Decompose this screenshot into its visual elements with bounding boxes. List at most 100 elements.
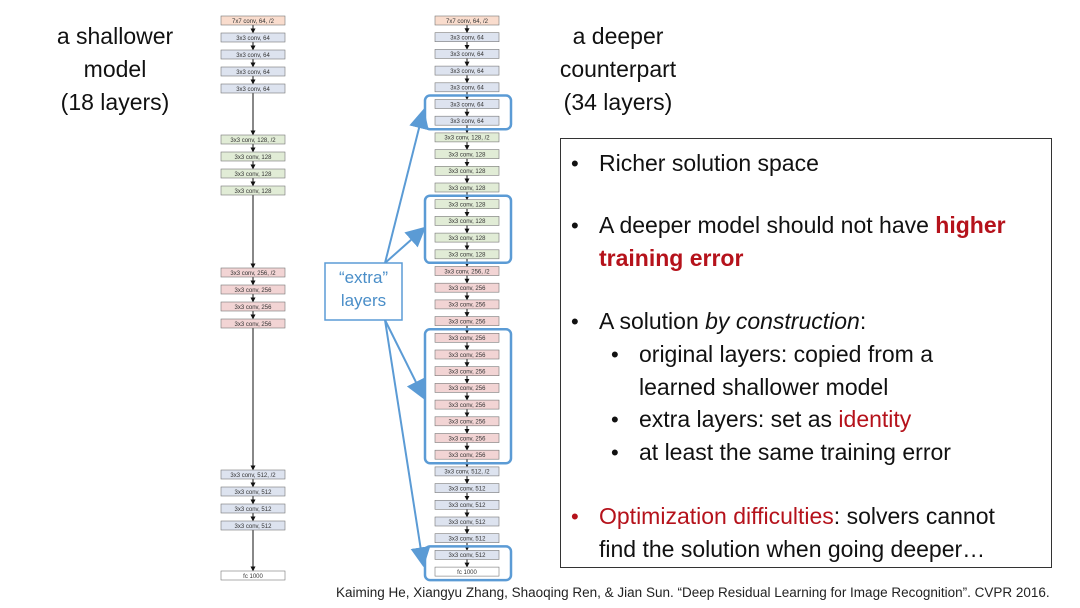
deep-layer-label: 3x3 conv, 256 bbox=[449, 353, 487, 359]
shallow-layer-block bbox=[220, 486, 286, 497]
shallow-network: 7x7 conv, 64, /2 3x3 conv, 64 3x3 conv, 64… bbox=[220, 15, 286, 581]
shallow-layer-label: 3x3 conv, 512 bbox=[235, 524, 273, 530]
deep-layer-block bbox=[434, 182, 500, 193]
deep-heading-line2: counterpart bbox=[559, 56, 677, 82]
bullet-optimization-cont: find the solution when going deeper… bbox=[599, 536, 986, 562]
deep-layer-block bbox=[434, 149, 500, 159]
bullet-dot-1: • bbox=[571, 151, 579, 176]
deep-layer-label: 3x3 conv, 64 bbox=[450, 102, 484, 108]
bullet-deeper-model: A deeper model should not have higher bbox=[599, 209, 1006, 242]
deep-layer-label: fc 1000 bbox=[457, 570, 477, 576]
deep-layer-block bbox=[434, 433, 500, 443]
sub-bullet-dot-3: • bbox=[611, 440, 619, 465]
deep-layer-label: 3x3 conv, 128 bbox=[449, 236, 487, 242]
deep-layer-label: 3x3 conv, 64 bbox=[450, 36, 484, 42]
extra-layers-box bbox=[324, 262, 403, 321]
deep-layer-label: 3x3 conv, 256 bbox=[449, 386, 487, 392]
shallow-heading-line2: model bbox=[83, 56, 147, 82]
shallow-layer-block bbox=[220, 15, 286, 26]
bullet-optimization-difficulties: Optimization difficulties: solvers canno… bbox=[599, 500, 995, 533]
shallow-layer-block bbox=[220, 49, 286, 60]
bullet-solution-construction: A solution by construction: bbox=[599, 305, 866, 338]
shallow-layer-label: fc 1000 bbox=[243, 574, 263, 580]
deep-layer-block bbox=[434, 266, 500, 276]
bullet-dot-3: • bbox=[571, 309, 579, 334]
deep-layer-label: 3x3 conv, 256 bbox=[449, 420, 487, 426]
bullet-deeper-model-text: A deeper model should not have bbox=[599, 212, 936, 238]
deep-layer-label: 3x3 conv, 64 bbox=[450, 52, 484, 58]
deep-layer-label: 3x3 conv, 512, /2 bbox=[444, 470, 490, 476]
deep-layer-block bbox=[434, 282, 500, 293]
shallow-layer-label: 3x3 conv, 64 bbox=[236, 87, 270, 93]
deep-layer-label: 3x3 conv, 64 bbox=[450, 119, 484, 125]
shallow-layer-block bbox=[220, 301, 286, 312]
deep-layer-block bbox=[434, 449, 500, 460]
deep-layer-block bbox=[434, 166, 500, 176]
deep-layer-block bbox=[434, 366, 500, 377]
shallow-layer-label: 7x7 conv, 64, /2 bbox=[232, 19, 275, 25]
deep-layer-label: 3x3 conv, 128 bbox=[449, 152, 487, 158]
shallow-layer-block bbox=[220, 151, 286, 162]
shallow-layer-label: 3x3 conv, 64 bbox=[236, 70, 270, 76]
shallow-layer-label: 3x3 conv, 128 bbox=[235, 189, 273, 195]
deep-layer-label: 3x3 conv, 128 bbox=[449, 219, 487, 225]
deep-layer-block bbox=[434, 299, 500, 310]
shallow-layer-block bbox=[220, 469, 286, 480]
deep-layer-block bbox=[434, 99, 500, 109]
deep-layer-block bbox=[434, 82, 500, 93]
deep-layer-block bbox=[434, 316, 500, 326]
shallow-layer-label: 3x3 conv, 256, /2 bbox=[230, 271, 276, 277]
higher-emphasis: higher bbox=[935, 212, 1006, 238]
deep-layer-label: 3x3 conv, 128 bbox=[449, 169, 487, 175]
shallow-layer-label: 3x3 conv, 128, /2 bbox=[230, 138, 276, 144]
shallow-layer-block bbox=[220, 168, 286, 179]
shallow-layer-label: 3x3 conv, 256 bbox=[235, 288, 273, 294]
shallow-layer-label: 3x3 conv, 64 bbox=[236, 36, 270, 42]
explanation-box: • Richer solution space • A deeper model… bbox=[560, 138, 1052, 568]
shallow-layer-block bbox=[220, 83, 286, 94]
training-error-emphasis: training error bbox=[599, 245, 744, 271]
sub-bullet-dot-1: • bbox=[611, 342, 619, 367]
deep-heading-line1: a deeper bbox=[572, 23, 664, 49]
extra-layer-highlights bbox=[384, 94, 513, 582]
deep-layer-block bbox=[434, 399, 500, 410]
extra-layers-text: extra layers: set as bbox=[639, 406, 839, 432]
deep-layer-label: 3x3 conv, 128, /2 bbox=[444, 136, 490, 142]
deep-layer-label: 3x3 conv, 64 bbox=[450, 86, 484, 92]
shallow-layer-block bbox=[220, 134, 286, 145]
deep-layer-block bbox=[434, 466, 500, 477]
deep-layer-label: 3x3 conv, 512 bbox=[449, 520, 487, 526]
deep-layer-block bbox=[434, 15, 500, 26]
sub-bullet-dot-2: • bbox=[611, 407, 619, 432]
shallow-layer-label: 3x3 conv, 512 bbox=[235, 490, 273, 496]
deep-layer-block bbox=[434, 49, 500, 59]
deep-heading-line3: (34 layers) bbox=[563, 89, 673, 115]
deep-layer-label: 3x3 conv, 256 bbox=[449, 303, 487, 309]
shallow-model-heading: a shallower model (18 layers) bbox=[20, 20, 210, 119]
deep-layer-block bbox=[434, 383, 500, 393]
extra-layer-arrow bbox=[384, 319, 431, 568]
deep-layer-block bbox=[434, 216, 500, 226]
solvers-text: : solvers cannot bbox=[833, 503, 995, 529]
deep-layer-label: 3x3 conv, 256 bbox=[449, 436, 487, 442]
deep-layer-block bbox=[434, 249, 500, 260]
extra-layer-group-box bbox=[423, 328, 513, 465]
deep-layer-label: 3x3 conv, 128 bbox=[449, 203, 487, 209]
extra-layers-label-line1: “extra” bbox=[339, 268, 388, 287]
deep-layer-block bbox=[434, 550, 500, 560]
extra-layers-label-line2: layers bbox=[341, 291, 386, 310]
deep-layer-label: 3x3 conv, 256, /2 bbox=[444, 269, 490, 275]
deep-layer-label: 3x3 conv, 64 bbox=[450, 69, 484, 75]
bullet-richer-solution-text: Richer solution space bbox=[599, 150, 819, 176]
deep-layer-block bbox=[434, 516, 500, 527]
bullet-richer-solution: Richer solution space bbox=[599, 147, 819, 180]
shallow-layer-label: 3x3 conv, 256 bbox=[235, 322, 273, 328]
deep-layer-block bbox=[434, 483, 500, 493]
deep-layer-block bbox=[434, 332, 500, 343]
deep-layer-block bbox=[434, 499, 500, 510]
shallow-layer-label: 3x3 conv, 128 bbox=[235, 155, 273, 161]
deep-layer-label: 3x3 conv, 512 bbox=[449, 486, 487, 492]
deep-layer-block bbox=[434, 199, 500, 209]
